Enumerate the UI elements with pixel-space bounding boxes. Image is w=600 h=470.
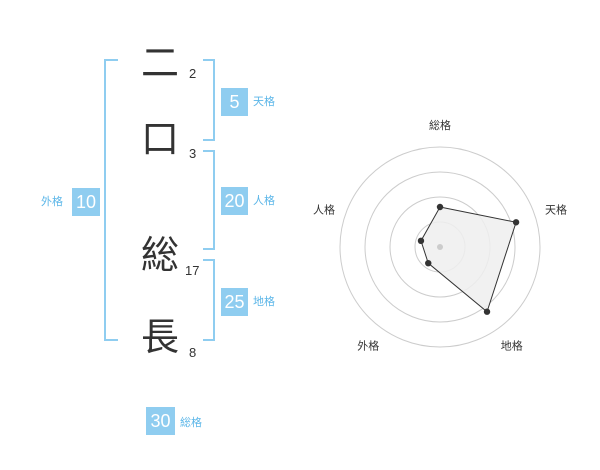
name-char-1: 二: [140, 41, 179, 85]
radar-grid-ring: [364, 171, 516, 323]
radar-point-2: [512, 219, 520, 226]
soukaku-value-badge: 30: [146, 407, 175, 435]
radar-axis-label: 地格: [501, 339, 523, 353]
radar-data-area: [420, 206, 517, 313]
tenkaku-label: 天格: [253, 95, 275, 108]
name-char-4: 長: [140, 315, 179, 359]
stroke-count-2: 3: [189, 146, 197, 161]
name-char-2: 口: [140, 117, 179, 161]
radar-axis-label: 外格: [357, 339, 379, 353]
radar-axis-label: 人格: [313, 202, 335, 216]
soukaku-label: 総格: [180, 416, 202, 429]
jinkaku-value-badge: 20: [221, 187, 248, 215]
radar-point-4: [425, 259, 432, 267]
radar-point-3: [483, 308, 491, 315]
radar-center-dot: [437, 244, 443, 250]
radar-point-1: [436, 203, 444, 211]
tenkaku-value-badge: 5: [221, 88, 248, 116]
gaikaku-label: 外格: [41, 195, 63, 208]
gaikaku-bracket: [104, 59, 118, 341]
radar-axis-label: 天格: [545, 202, 567, 216]
chikaku-bracket: [203, 259, 215, 341]
chikaku-label: 地格: [253, 295, 275, 308]
chikaku-value-badge: 25: [221, 288, 248, 316]
radar-point-5: [417, 237, 425, 245]
radar-grid-ring: [339, 146, 541, 348]
gaikaku-value-badge: 10: [72, 188, 100, 216]
jinkaku-bracket: [203, 150, 215, 250]
radar-axis-label: 総格: [429, 118, 451, 132]
stroke-count-3: 17: [185, 263, 200, 278]
stroke-count-1: 2: [189, 66, 197, 81]
tenkaku-bracket: [203, 59, 215, 141]
jinkaku-label: 人格: [253, 194, 275, 207]
name-char-3: 総: [140, 233, 179, 277]
stroke-count-4: 8: [189, 345, 197, 360]
